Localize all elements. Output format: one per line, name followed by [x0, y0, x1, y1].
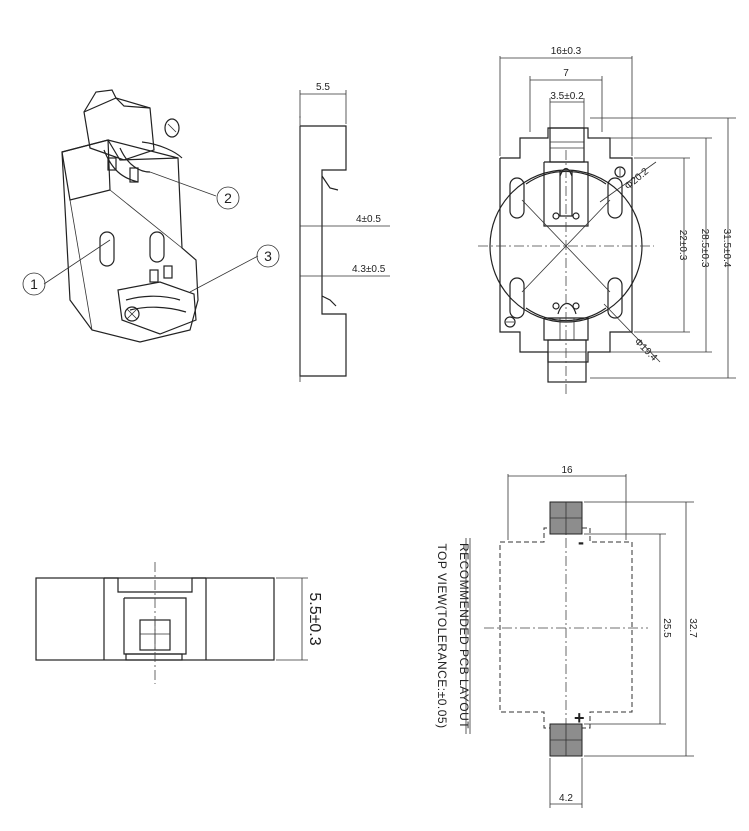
callout-2-circle: [216, 186, 240, 210]
pcb-pitch-label: 25.5: [661, 618, 672, 638]
pcb-pad-width-label: 4.2: [559, 793, 573, 804]
side-width-label: 5.5: [316, 82, 330, 93]
callout-3-label: 3: [264, 248, 272, 264]
front-view: 5.5±0.3: [35, 562, 323, 684]
front-height-label: 5.5±0.3: [306, 592, 323, 645]
pcb-plus-sign: +: [574, 708, 585, 728]
top-width-outer-label: 16±0.3: [551, 46, 582, 57]
top-width-mid-label: 7: [563, 68, 569, 79]
pcb-minus-sign: -: [578, 532, 584, 552]
callout-2-label: 2: [224, 190, 232, 206]
top-h1-label: 22±0.3: [677, 230, 688, 261]
pcb-subtitle: TOP VIEW(TOLERANCE:±0.05): [435, 543, 449, 728]
callout-1-circle: [22, 272, 46, 296]
pcb-layout: RECOMMENDED PCB LAYOUT TOP VIEW(TOLERANC…: [435, 465, 698, 808]
side-dim-b-label: 4.3±0.5: [352, 264, 386, 275]
pcb-width-label: 16: [561, 465, 573, 476]
top-diam-small-label: Φ19.4: [632, 336, 659, 363]
top-view: 16±0.3 7 3.5±0.2: [478, 46, 736, 394]
top-h3-label: 31.5±0.4: [721, 229, 732, 268]
top-diam-large-label: Φ20.2: [623, 166, 651, 192]
isometric-view: 1 2 3: [22, 89, 280, 343]
pcb-length-label: 32.7: [687, 618, 698, 638]
side-view: 5.5 4±0.5 4.3±0.5: [299, 82, 390, 382]
side-dim-a-label: 4±0.5: [356, 214, 381, 225]
pcb-title: RECOMMENDED PCB LAYOUT: [457, 543, 471, 729]
callout-3-circle: [256, 244, 280, 268]
callout-1-label: 1: [30, 276, 38, 292]
top-h2-label: 28.5±0.3: [699, 229, 710, 268]
top-width-tab-label: 3.5±0.2: [550, 91, 584, 102]
